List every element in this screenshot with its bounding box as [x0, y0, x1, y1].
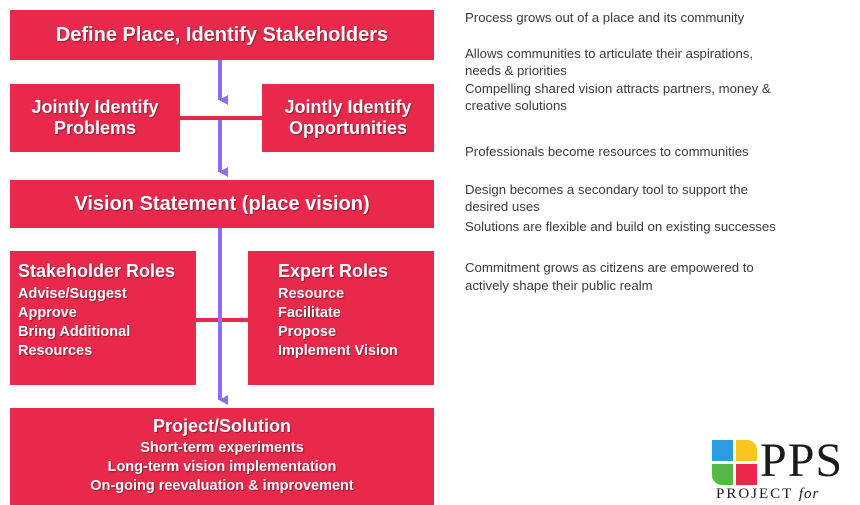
note-line: Design becomes a secondary tool to suppo… — [465, 182, 748, 197]
stakeholder-role-item: Bring Additional — [18, 324, 131, 340]
pps-logo-subtitle: PROJECT for — [716, 486, 819, 503]
expert-role-item: Implement Vision — [278, 343, 398, 359]
expert-role-item: Resource — [278, 286, 345, 302]
problems-box: Jointly Identify Problems — [10, 84, 180, 152]
pps-logo-text: PPS — [760, 434, 844, 487]
note-line: needs & priorities — [465, 63, 567, 78]
note-line: desired uses — [465, 199, 540, 214]
opportunities-box: Jointly Identify Opportunities — [262, 84, 434, 152]
define-place-box: Define Place, Identify Stakeholders — [10, 10, 434, 60]
problems-line-2: Problems — [53, 118, 137, 138]
pps-logo-subtitle-prefix: PROJECT — [716, 486, 799, 502]
expert-roles-box: Expert Roles Resource Facilitate Propose… — [248, 251, 434, 385]
pps-logo-subtitle-italic: for — [798, 486, 820, 502]
note-line: Commitment grows as citizens are empower… — [465, 260, 754, 275]
opportunities-line-1: Jointly Identify — [284, 97, 412, 117]
project-solution-item: Short-term experiments — [140, 440, 304, 456]
project-solution-item: Long-term vision implementation — [107, 459, 337, 475]
stakeholder-roles-box: Stakeholder Roles Advise/Suggest Approve… — [10, 251, 196, 385]
expert-role-item: Facilitate — [278, 305, 341, 321]
note-line: creative solutions — [465, 98, 567, 113]
expert-roles-title: Expert Roles — [278, 261, 389, 281]
note-line: actively shape their public realm — [465, 278, 653, 293]
note-line: Professionals become resources to commun… — [465, 144, 749, 159]
project-solution-item: On-going reevaluation & improvement — [90, 478, 354, 494]
stakeholder-roles-title: Stakeholder Roles — [18, 261, 176, 281]
note-line: Compelling shared vision attracts partne… — [465, 81, 771, 96]
vision-statement-label: Vision Statement (place vision) — [74, 193, 370, 215]
stakeholder-role-item: Resources — [18, 343, 93, 359]
problems-line-1: Jointly Identify — [31, 97, 159, 117]
expert-role-item: Propose — [278, 324, 337, 340]
note-line: Allows communities to articulate their a… — [465, 46, 754, 61]
project-solution-title: Project/Solution — [152, 416, 291, 436]
note-line: Process grows out of a place and its com… — [465, 10, 745, 25]
opportunities-line-2: Opportunities — [289, 118, 407, 138]
vision-statement-box: Vision Statement (place vision) — [10, 180, 434, 228]
stakeholder-role-item: Advise/Suggest — [18, 286, 127, 302]
note-line: Solutions are flexible and build on exis… — [465, 219, 776, 234]
define-place-label: Define Place, Identify Stakeholders — [55, 24, 389, 46]
stakeholder-role-item: Approve — [18, 305, 77, 321]
project-solution-box: Project/Solution Short-term experiments … — [10, 408, 434, 505]
pps-logo-icon — [712, 440, 760, 488]
